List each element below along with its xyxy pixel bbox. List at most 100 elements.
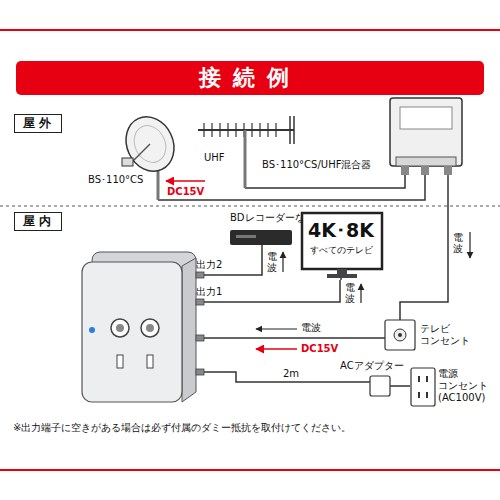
shape-part <box>404 175 406 180</box>
power-outlet: 電源 コンセント (AC100V) <box>410 364 496 410</box>
shape-part <box>116 324 124 332</box>
shape-part <box>267 123 268 137</box>
shape-part <box>380 337 385 339</box>
shape-part <box>396 157 456 166</box>
booster: 出力2 出力1 <box>78 250 228 405</box>
shape-part <box>411 368 435 406</box>
shape-part <box>141 319 159 337</box>
satellite-dish-text: BS･110°CS <box>88 174 143 186</box>
shape-part <box>444 166 452 175</box>
shape-part <box>327 274 357 278</box>
shape-part <box>340 381 370 383</box>
shape-part <box>122 158 133 166</box>
booster-shape <box>78 250 228 405</box>
shape-part <box>89 327 95 333</box>
section-label: 屋内 <box>14 212 62 231</box>
cable <box>245 180 405 188</box>
shape-part <box>196 272 204 278</box>
cable <box>228 248 262 275</box>
section-label-text: 屋外 <box>23 116 55 131</box>
dc-arrow <box>166 180 205 182</box>
shape-part <box>117 109 182 179</box>
shape-part <box>289 116 291 144</box>
shape-part <box>370 376 390 396</box>
uhf-antenna: UHF <box>190 112 300 188</box>
shape-part <box>390 385 406 387</box>
shape-part <box>128 120 171 167</box>
shape-part <box>196 369 204 375</box>
shape-part <box>132 144 150 162</box>
mixer-text: BS･110°CS/UHF混合器 <box>262 159 371 171</box>
shape-part <box>424 175 426 180</box>
shape-part <box>204 301 228 303</box>
tv-outlet: テレビ コンセント <box>380 315 480 355</box>
shape-part <box>219 123 220 137</box>
shape-part <box>259 123 260 137</box>
cable <box>228 337 380 339</box>
shape-part <box>398 333 402 337</box>
shape-part <box>418 392 420 398</box>
shape-part <box>447 175 449 180</box>
shape-part <box>236 235 256 238</box>
note-text: ※出力端子に空きがある場合は必ず付属のダミー抵抗を取付けてください。 <box>12 422 352 434</box>
shape-part <box>196 335 204 341</box>
signal-arrow <box>469 232 470 258</box>
ac-adapter-text: ACアダプター <box>340 360 404 372</box>
edge-label: 電波 <box>345 282 355 304</box>
edge-label: DC15V <box>166 186 205 198</box>
dc-label: DC15V <box>300 343 339 355</box>
cable <box>158 180 425 200</box>
shape-part <box>204 274 228 276</box>
signal-arrow <box>282 252 283 272</box>
frame-bottom-line <box>0 469 500 471</box>
cable <box>228 280 340 302</box>
shape-part <box>293 116 295 144</box>
shape-part <box>182 258 196 402</box>
shape-part <box>399 315 401 320</box>
television-text: すべてのテレビ <box>300 245 382 256</box>
shape-part <box>117 355 123 368</box>
shape-part <box>227 123 228 137</box>
shape-part <box>275 123 276 137</box>
shape-part <box>82 262 182 402</box>
television-text: 4K･8K <box>300 219 382 241</box>
dc-arrow <box>256 348 297 350</box>
ac-adapter: ACアダプター <box>340 360 406 400</box>
shape-part <box>211 123 212 137</box>
shape-part <box>426 376 428 382</box>
shape-part <box>337 269 347 274</box>
shape-part <box>418 376 420 382</box>
section-label: 屋外 <box>14 114 62 133</box>
shape-part <box>401 166 409 175</box>
edge-label: 電波 <box>453 232 463 254</box>
shape-part <box>390 98 462 166</box>
uhf-antenna-shape <box>190 112 300 188</box>
frame-top-line <box>0 29 500 31</box>
title-text: 接続例 <box>0 63 500 93</box>
indoor-outdoor-divider <box>0 206 500 207</box>
tv-outlet-text: テレビ コンセント <box>420 323 476 347</box>
shape-part <box>340 278 342 280</box>
shape-part <box>204 371 228 373</box>
shape-part <box>111 319 129 337</box>
mixer: BS･110°CS/UHF混合器 <box>262 95 467 180</box>
shape-part <box>421 166 429 175</box>
power-outlet-text: 電源 コンセント (AC100V) <box>438 368 494 404</box>
shape-part <box>196 299 204 305</box>
shape-part <box>394 329 406 341</box>
shape-part <box>385 320 415 350</box>
shape-part <box>251 123 252 137</box>
shape-part <box>203 123 204 137</box>
shape-part <box>400 107 452 129</box>
shape-part <box>147 355 153 368</box>
booster-text: 出力1 <box>196 286 222 298</box>
edge-label: 2m <box>282 368 300 380</box>
shape-part <box>204 337 228 339</box>
signal-arrow <box>256 328 297 329</box>
shape-part <box>261 245 263 248</box>
edge-label: 電波 <box>300 322 322 334</box>
shape-part <box>426 392 428 398</box>
booster-text: 出力2 <box>196 259 222 271</box>
uhf-antenna-text: UHF <box>204 152 225 164</box>
